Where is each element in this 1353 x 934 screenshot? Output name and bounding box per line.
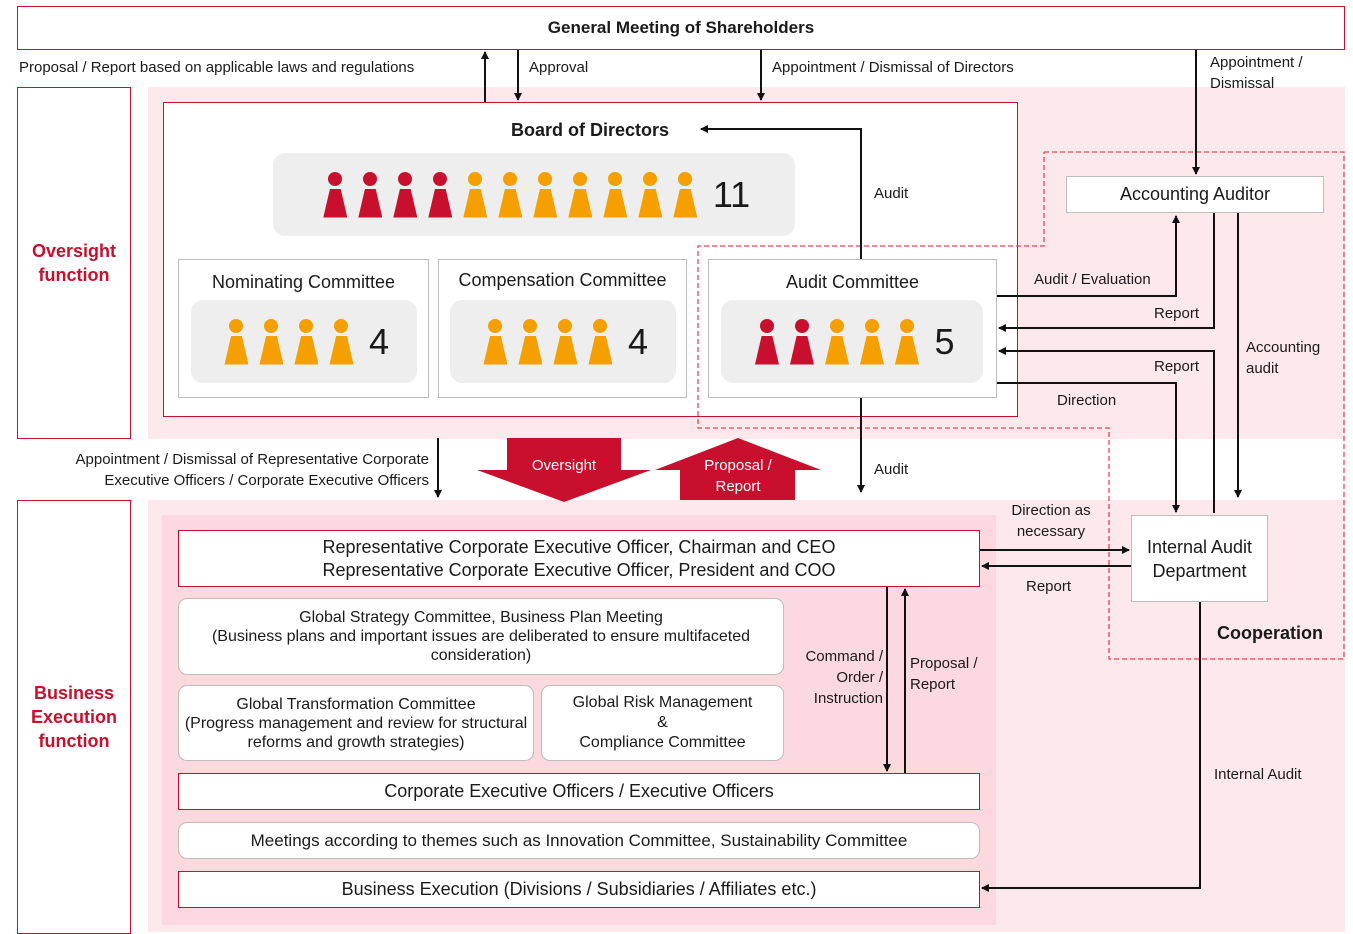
- label-proposal-report: Proposal / Report: [910, 655, 978, 693]
- label-accounting-audit: Accounting audit: [1246, 339, 1321, 377]
- compensation-member-count: 4: [627, 320, 649, 362]
- audit-committee-members: 5: [721, 300, 983, 383]
- board-members: 11: [273, 153, 795, 236]
- board-member-count: 11: [712, 173, 751, 215]
- label-report-2: Report: [1154, 358, 1200, 375]
- label-audit-bottom: Audit: [874, 461, 909, 478]
- meetings-box: Meetings according to themes such as Inn…: [178, 822, 980, 859]
- board-person-icon: [568, 171, 593, 218]
- audit-person-icon: [754, 318, 779, 365]
- proposal-report-arrow-label: Proposal / Report: [704, 457, 772, 495]
- global-strategy-committee-box: Global Strategy Committee, Business Plan…: [178, 598, 784, 675]
- executive-officers-box: Corporate Executive Officers / Executive…: [178, 773, 980, 810]
- board-person-icon: [323, 171, 348, 218]
- board-person-icon: [498, 171, 523, 218]
- accounting-auditor-box: Accounting Auditor: [1066, 176, 1324, 213]
- audit-person-icon: [824, 318, 849, 365]
- label-internal-audit: Internal Audit: [1214, 766, 1302, 783]
- ceo-line-1: Representative Corporate Executive Offic…: [322, 536, 836, 557]
- ceo-box: Representative Corporate Executive Offic…: [178, 530, 980, 587]
- internal-audit-department-box: Internal Audit Department: [1131, 515, 1268, 602]
- label-audit-evaluation: Audit / Evaluation: [1034, 271, 1151, 288]
- nominating-committee-title: Nominating Committee: [211, 272, 396, 292]
- nominating-person-icon: [294, 318, 319, 365]
- nominating-person-icon: [259, 318, 284, 365]
- audit-person-icon: [789, 318, 814, 365]
- cooperation-label: Cooperation: [1217, 623, 1323, 643]
- compensation-committee-title: Compensation Committee: [458, 270, 667, 290]
- nominating-person-icon: [329, 318, 354, 365]
- label-appointment-directors: Appointment / Dismissal of Directors: [772, 59, 1014, 76]
- global-transformation-committee-box: Global Transformation Committee (Progres…: [178, 685, 534, 761]
- label-approval: Approval: [529, 59, 589, 76]
- global-risk-committee-box: Global Risk Management & Compliance Comm…: [541, 685, 784, 761]
- audit-committee-title: Audit Committee: [785, 272, 920, 292]
- label-report-1: Report: [1154, 305, 1200, 322]
- ceo-line-2: Representative Corporate Executive Offic…: [322, 559, 836, 580]
- label-appointment-officers: Appointment / Dismissal of Representativ…: [75, 451, 430, 489]
- label-report-internal: Report: [1026, 578, 1072, 595]
- business-execution-box: Business Execution (Divisions / Subsidia…: [178, 871, 980, 908]
- compensation-committee-members: 4: [450, 300, 676, 383]
- compensation-person-icon: [483, 318, 508, 365]
- compensation-person-icon: [518, 318, 543, 365]
- label-appointment-dismissal: Appointment / Dismissal: [1210, 54, 1303, 92]
- shareholders-title: General Meeting of Shareholders: [547, 18, 815, 37]
- shareholders-box: General Meeting of Shareholders: [17, 6, 1345, 50]
- board-person-icon: [673, 171, 698, 218]
- business-execution-function-label: Business Execution function: [17, 500, 131, 934]
- label-direction: Direction: [1057, 392, 1117, 409]
- audit-member-count: 5: [934, 320, 955, 362]
- board-person-icon: [428, 171, 453, 218]
- compensation-person-icon: [588, 318, 613, 365]
- audit-person-icon: [894, 318, 919, 365]
- oversight-arrow-label: Oversight: [531, 457, 597, 474]
- nominating-member-count: 4: [368, 320, 390, 362]
- label-audit-top: Audit: [874, 185, 909, 202]
- label-proposal-report-laws: Proposal / Report based on applicable la…: [19, 59, 415, 76]
- board-person-icon: [603, 171, 628, 218]
- label-command-order-instruction: Command / Order / Instruction: [805, 648, 883, 707]
- nominating-person-icon: [224, 318, 249, 365]
- oversight-arrow: [477, 438, 651, 502]
- board-person-icon: [358, 171, 383, 218]
- board-person-icon: [533, 171, 558, 218]
- proposal-report-arrow: [655, 438, 821, 500]
- audit-person-icon: [859, 318, 884, 365]
- oversight-function-label: Oversight function: [17, 87, 131, 439]
- label-direction-as-necessary: Direction as necessary: [1011, 502, 1091, 540]
- board-title: Board of Directors: [510, 120, 670, 140]
- board-person-icon: [463, 171, 488, 218]
- nominating-committee-members: 4: [191, 300, 417, 383]
- board-person-icon: [393, 171, 418, 218]
- board-person-icon: [638, 171, 663, 218]
- compensation-person-icon: [553, 318, 578, 365]
